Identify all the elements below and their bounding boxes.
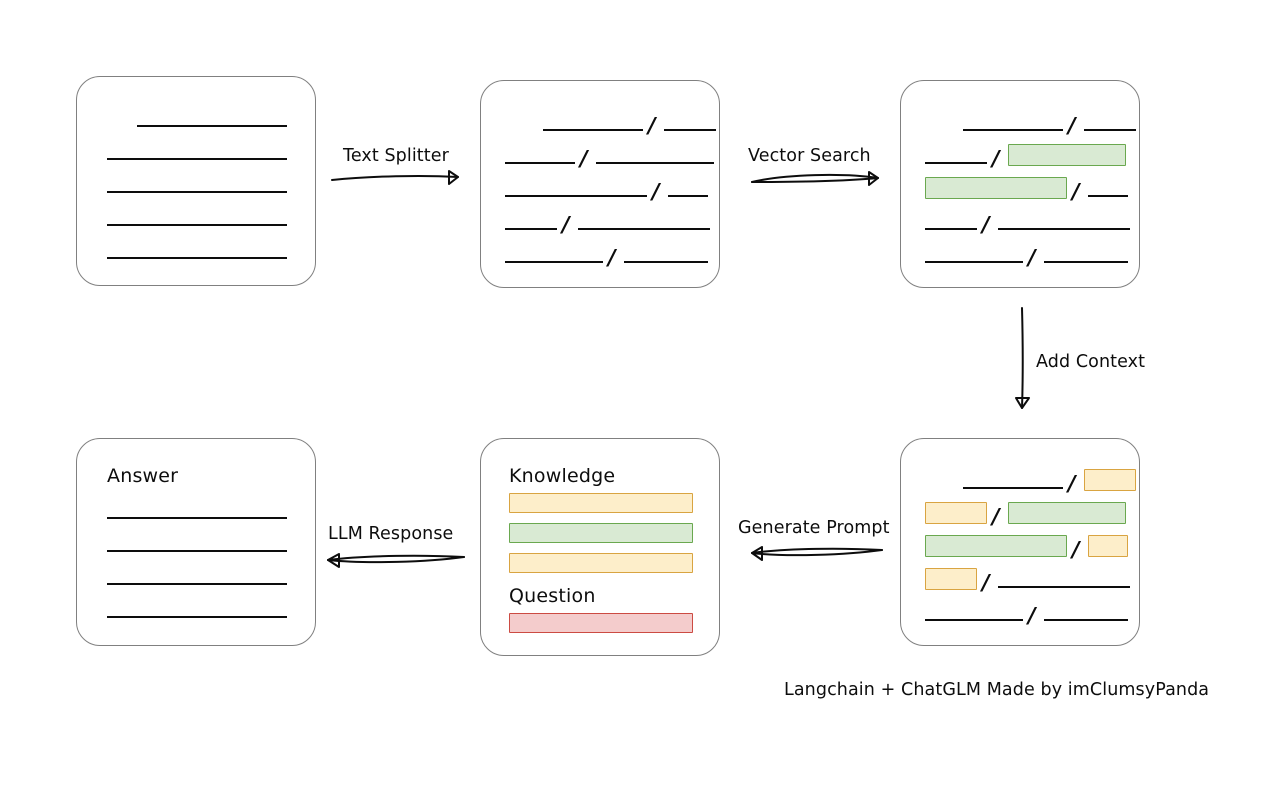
arrow-add-context xyxy=(1015,307,1030,409)
context-row-3-slash: / xyxy=(982,570,990,595)
context-row-0-right-chip xyxy=(1084,469,1136,491)
match-row-3-left-line xyxy=(925,228,977,230)
arrow-llm-response xyxy=(327,553,465,568)
context-row-1-right-chip xyxy=(1008,502,1126,524)
edge-label-text-splitter: Text Splitter xyxy=(343,146,449,166)
context-row-2-left-chip xyxy=(925,535,1067,557)
node-source-document[interactable] xyxy=(76,76,316,286)
node-vector-matches[interactable]: / / / / / xyxy=(900,80,1140,288)
context-row-1-left-chip xyxy=(925,502,987,524)
knowledge-bar-0 xyxy=(509,493,693,513)
question-bar-0 xyxy=(509,613,693,633)
footer-credit: Langchain + ChatGLM Made by imClumsyPand… xyxy=(784,680,1210,700)
context-row-1-slash: / xyxy=(992,504,1000,529)
context-row-0-slash: / xyxy=(1068,471,1076,496)
knowledge-label: Knowledge xyxy=(509,465,616,487)
split-row-1-right-line xyxy=(596,162,714,164)
split-row-2-right-line xyxy=(668,195,708,197)
match-row-2-slash: / xyxy=(1072,179,1080,204)
edge-label-add-context: Add Context xyxy=(1036,352,1146,372)
source-line-2 xyxy=(107,191,287,193)
split-row-3-slash: / xyxy=(562,212,570,237)
context-row-3-right-line xyxy=(998,586,1130,588)
context-row-4-left-line xyxy=(925,619,1023,621)
split-row-0-slash: / xyxy=(648,113,656,138)
split-row-0-right-line xyxy=(664,129,716,131)
match-row-2-right-line xyxy=(1088,195,1128,197)
source-line-1 xyxy=(107,158,287,160)
arrow-text-splitter xyxy=(331,170,459,185)
match-row-4-left-line xyxy=(925,261,1023,263)
knowledge-bar-2 xyxy=(509,553,693,573)
split-row-1-slash: / xyxy=(580,146,588,171)
context-row-3-left-chip xyxy=(925,568,977,590)
source-line-3 xyxy=(107,224,287,226)
split-row-3-right-line xyxy=(578,228,710,230)
answer-line-2 xyxy=(107,583,287,585)
arrow-generate-prompt xyxy=(751,546,883,561)
match-row-4-slash: / xyxy=(1028,245,1036,270)
context-row-2-right-chip xyxy=(1088,535,1128,557)
context-row-4-right-line xyxy=(1044,619,1128,621)
match-row-1-slash: / xyxy=(992,146,1000,171)
answer-line-0 xyxy=(107,517,287,519)
match-row-0-slash: / xyxy=(1068,113,1076,138)
context-row-4-slash: / xyxy=(1028,603,1036,628)
edge-label-generate-prompt: Generate Prompt xyxy=(738,518,890,538)
edge-label-vector-search: Vector Search xyxy=(748,146,871,166)
match-row-0-left-line xyxy=(963,129,1063,131)
node-prompt[interactable]: Knowledge Question xyxy=(480,438,720,656)
node-answer[interactable]: Answer xyxy=(76,438,316,646)
split-row-4-slash: / xyxy=(608,245,616,270)
arrow-vector-search xyxy=(751,171,879,186)
source-line-4 xyxy=(107,257,287,259)
answer-title: Answer xyxy=(107,465,179,487)
edge-label-llm-response: LLM Response xyxy=(328,524,454,544)
split-row-4-right-line xyxy=(624,261,708,263)
context-row-2-slash: / xyxy=(1072,537,1080,562)
answer-line-3 xyxy=(107,616,287,618)
match-row-3-slash: / xyxy=(982,212,990,237)
context-row-0-left-line xyxy=(963,487,1063,489)
match-row-0-right-line xyxy=(1084,129,1136,131)
split-row-3-left-line xyxy=(505,228,557,230)
split-row-4-left-line xyxy=(505,261,603,263)
knowledge-bar-1 xyxy=(509,523,693,543)
split-row-1-left-line xyxy=(505,162,575,164)
question-label: Question xyxy=(509,585,596,607)
match-row-1-left-line xyxy=(925,162,987,164)
split-row-0-left-line xyxy=(543,129,643,131)
node-context-chunks[interactable]: / / / / / xyxy=(900,438,1140,646)
split-row-2-slash: / xyxy=(652,179,660,204)
match-row-3-right-line xyxy=(998,228,1130,230)
node-split-chunks[interactable]: / / / / / xyxy=(480,80,720,288)
match-row-4-right-line xyxy=(1044,261,1128,263)
source-line-0 xyxy=(137,125,287,127)
match-row-1-right-chip xyxy=(1008,144,1126,166)
answer-line-1 xyxy=(107,550,287,552)
split-row-2-left-line xyxy=(505,195,647,197)
match-row-2-left-chip xyxy=(925,177,1067,199)
